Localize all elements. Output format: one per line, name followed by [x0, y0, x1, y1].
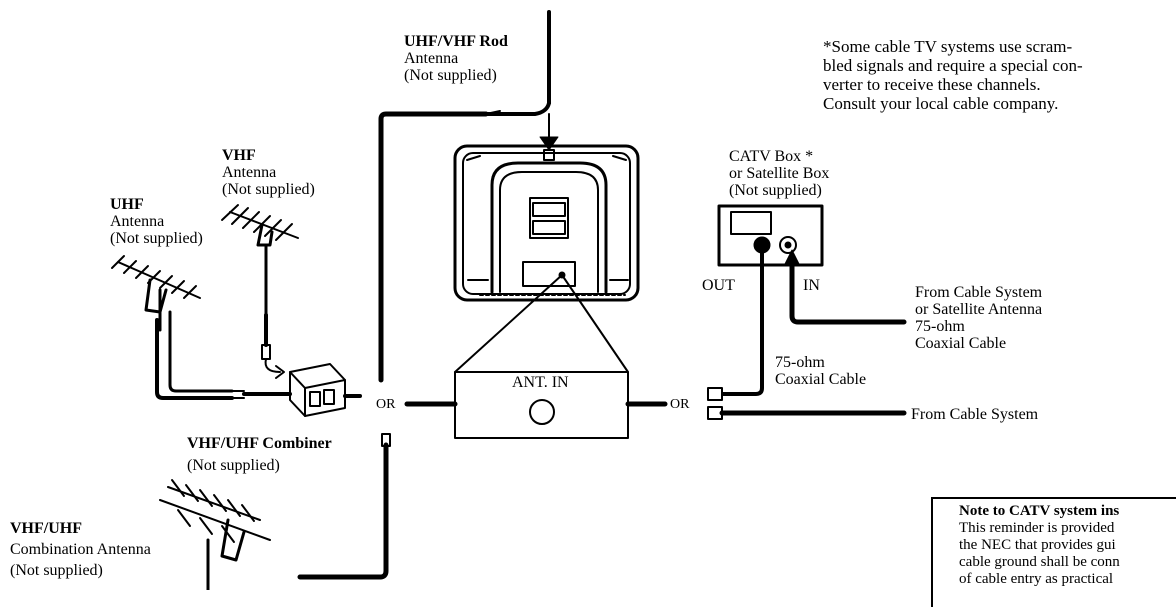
ant-in-label: ANT. IN [509, 374, 572, 391]
catv-out-cable [721, 251, 764, 396]
vhf-antenna-label: VHF Antenna (Not supplied) [222, 147, 315, 198]
uhf-antenna-cable [155, 318, 234, 400]
catv-box-label: CATV Box * or Satellite Box (Not supplie… [729, 148, 830, 199]
in-label: IN [803, 277, 820, 294]
connection-diagram [111, 10, 907, 590]
uhf-antenna-icon [111, 255, 201, 332]
from-cable-system-label: From Cable System [911, 406, 1039, 423]
vhf-uhf-combiner-icon [242, 363, 362, 417]
catv-box-icon [717, 204, 824, 267]
ant-in-jack [529, 399, 555, 425]
combination-antenna-cable [297, 442, 389, 580]
rod-antenna-cable [378, 111, 489, 383]
uhf-antenna-label: UHF Antenna (Not supplied) [110, 196, 203, 247]
catv-installer-note: Note to CATV system ins This reminder is… [931, 497, 1176, 607]
catv-in-cable [789, 255, 907, 325]
combination-antenna-icon [159, 479, 271, 590]
vhf-antenna-icon [221, 204, 299, 379]
or-right-label: OR [668, 396, 692, 413]
combiner-label: VHF/UHF Combiner (Not supplied) [187, 435, 332, 474]
combination-antenna-label: VHF/UHF Combination Antenna (Not supplie… [10, 520, 151, 579]
coax-75-label: 75-ohm Coaxial Cable [775, 354, 867, 388]
or-left-label: OR [374, 396, 398, 413]
scrambled-signal-footnote: *Some cable TV systems use scram- bled s… [823, 37, 1083, 113]
rod-antenna-label: UHF/VHF Rod Antenna (Not supplied) [404, 33, 508, 84]
cable-system-satellite-label: From Cable System or Satellite Antenna 7… [915, 284, 1043, 352]
rod-antenna-icon [484, 10, 559, 151]
tv-set-icon [453, 144, 640, 302]
out-label: OUT [702, 277, 735, 294]
